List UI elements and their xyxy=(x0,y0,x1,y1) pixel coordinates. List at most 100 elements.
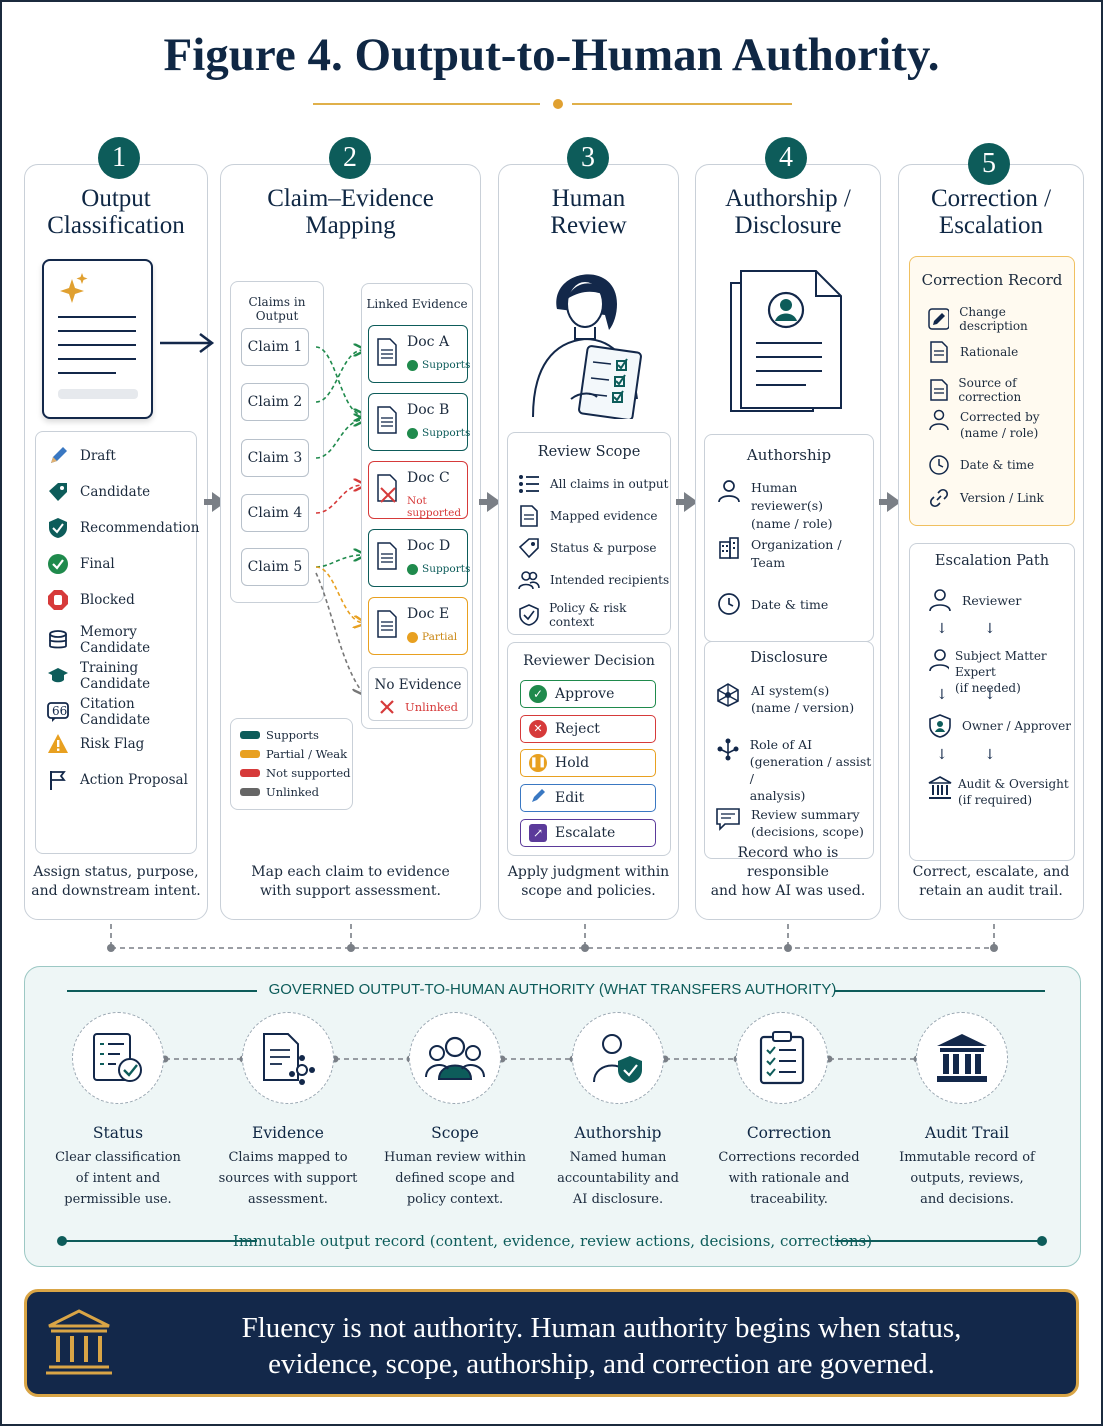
clipboard-icon xyxy=(759,1031,805,1085)
column-title: Correction / Escalation xyxy=(930,185,1052,239)
list-icon xyxy=(519,475,539,493)
gov-correction-desc: Corrections recorded with rationale and … xyxy=(718,1150,860,1207)
title-dot xyxy=(553,99,563,109)
gov-status-name: Status xyxy=(92,1124,144,1142)
immutable-dot-right xyxy=(1037,1236,1047,1246)
doc-status: Not supported xyxy=(407,495,462,519)
class-item-risk-flag: Risk Flag xyxy=(46,732,144,756)
step-number-1: 1 xyxy=(98,137,140,179)
edit-button[interactable]: Edit xyxy=(520,784,656,812)
reviewer-decision-title: Reviewer Decision xyxy=(523,653,655,669)
class-item-candidate: Candidate xyxy=(46,480,150,504)
escalate-button[interactable]: ↗Escalate xyxy=(520,819,656,847)
comment-icon xyxy=(716,808,740,831)
document-icon xyxy=(377,542,397,570)
document-icon xyxy=(930,379,948,401)
document-icon xyxy=(377,406,397,434)
title-rule-right xyxy=(572,103,792,105)
down-arrow-icon: ↓ xyxy=(936,687,948,703)
column-correction: Correction / Escalation Correction Recor… xyxy=(898,164,1084,920)
reject-button[interactable]: ✕Reject xyxy=(520,715,656,743)
reviewer-decision-box: Reviewer Decision ✓Approve ✕Reject ❚❚Hol… xyxy=(507,642,671,856)
gov-status-desc: Clear classification of intent and permi… xyxy=(55,1150,181,1207)
graduation-cap-icon xyxy=(46,664,70,688)
claim-3: Claim 3 xyxy=(241,439,309,477)
conclusion-text: Fluency is not authority. Human authorit… xyxy=(241,1312,962,1380)
esc-reviewer: Reviewer xyxy=(928,588,1021,612)
down-arrow-icon: ↓ xyxy=(936,621,948,637)
status-circle xyxy=(72,1012,164,1104)
document-icon xyxy=(377,610,397,638)
institution-icon xyxy=(46,1309,112,1375)
column-footer: Correct, escalate, and retain an audit t… xyxy=(912,864,1070,899)
immutable-rule-right xyxy=(835,1240,1043,1242)
immutable-dot-left xyxy=(57,1236,67,1246)
tag-icon xyxy=(46,480,70,504)
reviewer-illustration xyxy=(532,274,642,419)
column-title: Claim–Evidence Mapping xyxy=(267,185,434,239)
review-scope-box: Review Scope All claims in output Mapped… xyxy=(507,432,671,635)
shield-person-icon xyxy=(929,714,951,738)
down-arrow-icon: ↓ xyxy=(984,621,996,637)
hold-button[interactable]: ❚❚Hold xyxy=(520,749,656,777)
corr-rationale: Rationale xyxy=(928,341,1018,363)
warning-icon xyxy=(46,732,70,756)
evidence-header: Linked Evidence xyxy=(366,297,468,311)
gov-audit-name: Audit Trail xyxy=(924,1124,1010,1142)
column-human-review: Human Review Review Scope All claims in … xyxy=(498,164,679,920)
esc-sme: Subject Matter Expert (if needed) xyxy=(928,648,1074,696)
authorship-box: Authorship Human reviewer(s) (name / rol… xyxy=(704,434,874,642)
corr-date-time: Date & time xyxy=(928,454,1034,476)
class-item-action-proposal: Action Proposal xyxy=(46,768,188,792)
doc-d: Doc D Supports xyxy=(368,529,471,587)
person-icon xyxy=(929,589,951,612)
shield-check-icon xyxy=(46,516,70,540)
quote-icon: 66 xyxy=(46,700,70,724)
approve-button[interactable]: ✓Approve xyxy=(520,680,656,708)
disc-ai-system: AI system(s) (name / version) xyxy=(715,682,854,716)
column-output-classification: Output Classification Draft Candidate Re… xyxy=(24,164,215,920)
gov-rule-left xyxy=(67,990,257,992)
step-number-4: 4 xyxy=(765,137,807,179)
claim-1: Claim 1 xyxy=(241,328,309,366)
title-rule-left xyxy=(313,103,540,105)
arrow-up-right-icon: ↗ xyxy=(529,824,547,842)
correction-record-box: Correction Record Change description Rat… xyxy=(909,256,1075,526)
document-icon xyxy=(520,505,538,527)
gov-authorship-name: Authorship xyxy=(574,1124,662,1142)
corr-source: Source of correction xyxy=(928,376,1074,404)
down-arrow-icon: ↓ xyxy=(984,687,996,703)
doc-a: Doc A Supports xyxy=(368,325,470,383)
correction-record-title: Correction Record xyxy=(921,271,1063,289)
scope-mapped-evidence: Mapped evidence xyxy=(518,505,657,527)
doc-name: Doc B xyxy=(407,402,450,418)
pencil-icon xyxy=(46,444,70,468)
claim-4: Claim 4 xyxy=(241,494,309,532)
legend-unlinked: Unlinked xyxy=(240,785,351,799)
doc-name: Doc E xyxy=(407,606,450,622)
gov-rule-right xyxy=(835,990,1045,992)
tag-icon xyxy=(518,538,539,559)
disclosure-box: Disclosure AI system(s) (name / version)… xyxy=(704,641,874,859)
class-item-final: Final xyxy=(46,552,115,576)
doc-status: Supports xyxy=(422,563,471,575)
governed-authority-panel: GOVERNED OUTPUT-TO-HUMAN AUTHORITY (WHAT… xyxy=(24,966,1081,1267)
column-footer: Apply judgment within scope and policies… xyxy=(507,864,670,899)
document-icon xyxy=(930,341,948,363)
institution-icon xyxy=(928,776,952,799)
group-icon xyxy=(425,1036,485,1080)
scope-policy-risk: Policy & risk context xyxy=(518,601,670,629)
doc-name: Doc D xyxy=(407,538,451,554)
escalation-path-box: Escalation Path Reviewer ↓ ↓ Subject Mat… xyxy=(909,543,1075,861)
conclusion-banner: Fluency is not authority. Human authorit… xyxy=(24,1289,1079,1397)
corr-corrected-by: Corrected by (name / role) xyxy=(928,409,1040,441)
shield-check-icon xyxy=(519,604,539,626)
partial-dot-icon xyxy=(407,631,418,643)
check-circle-icon xyxy=(407,563,418,575)
column-authorship: Authorship / Disclosure Authorship Human… xyxy=(695,164,881,920)
column-title: Output Classification xyxy=(47,185,185,239)
legend-not-supported: Not supported xyxy=(240,766,351,780)
page-title: Figure 4. Output-to-Human Authority. xyxy=(163,29,940,81)
